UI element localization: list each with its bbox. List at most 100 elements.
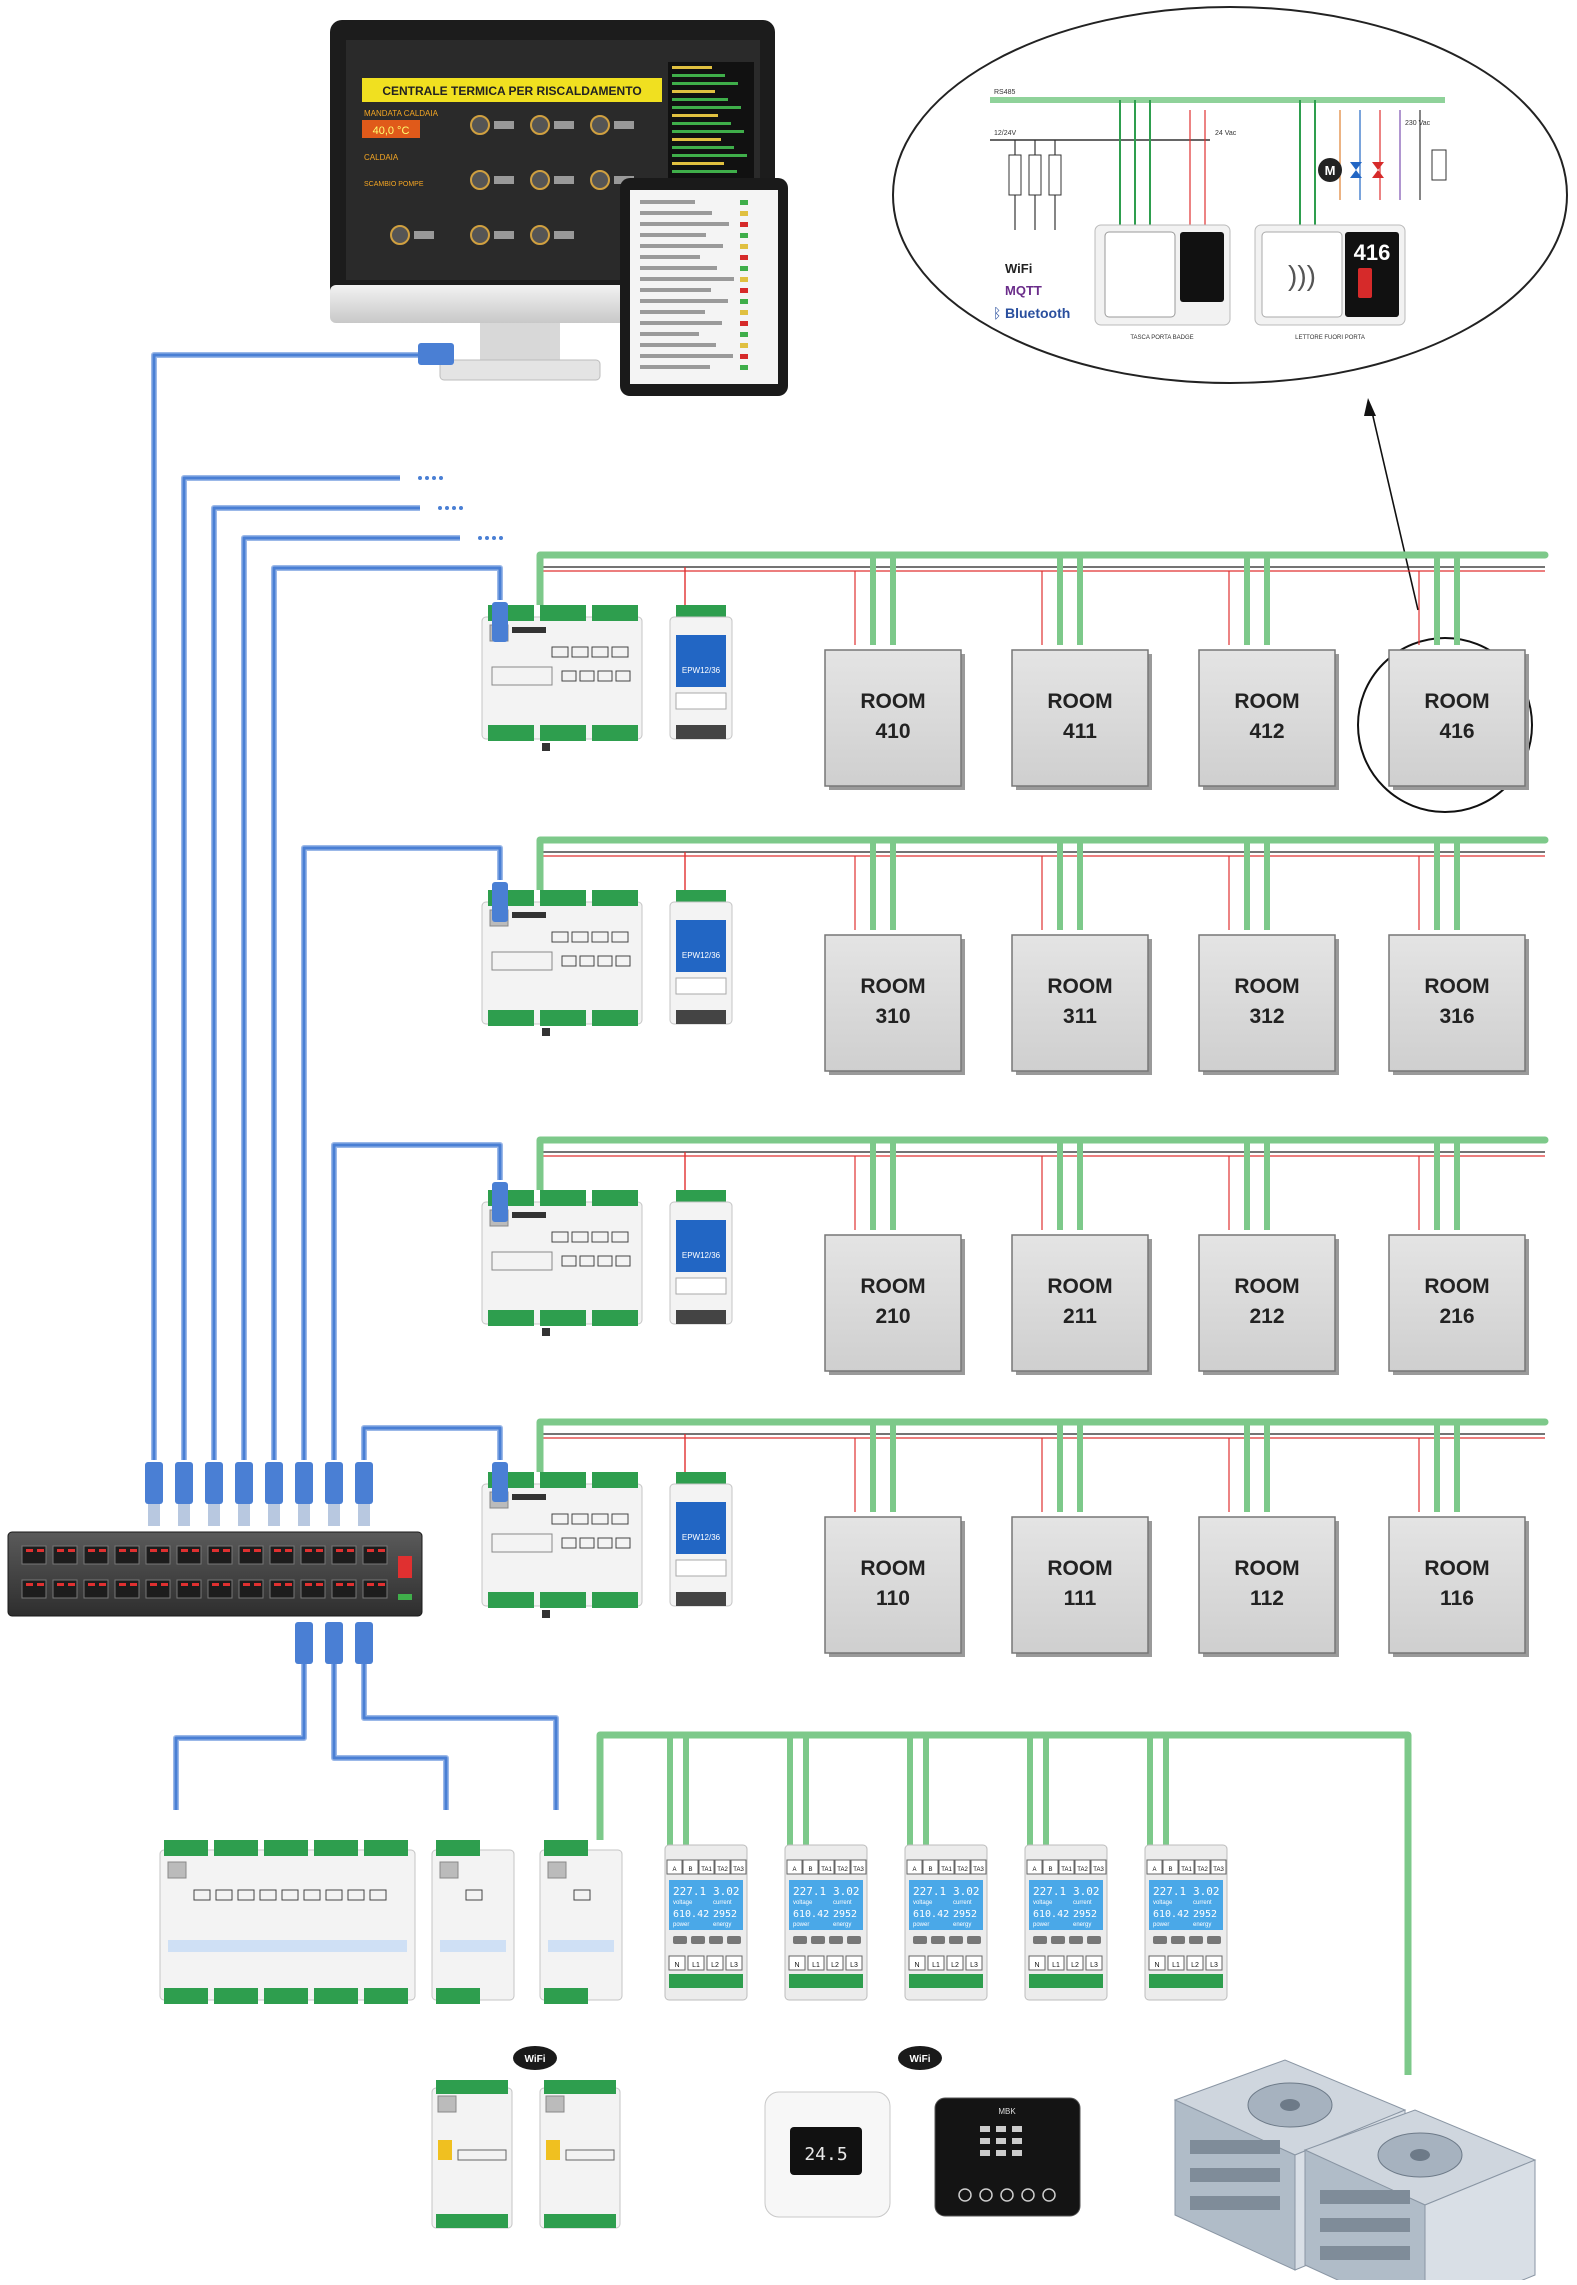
switch-port[interactable]	[176, 1579, 202, 1599]
switch-port[interactable]	[83, 1545, 109, 1565]
room-box	[1011, 1516, 1149, 1654]
meter-current-value: 3.02	[713, 1885, 740, 1898]
meter-voltage-value: 227.1	[1033, 1885, 1066, 1898]
meter-button[interactable]	[1051, 1936, 1065, 1944]
switch-port[interactable]	[269, 1579, 295, 1599]
rj45-plug-icon	[325, 1622, 343, 1664]
switch-port[interactable]	[362, 1545, 388, 1565]
meter-button[interactable]	[691, 1936, 705, 1944]
wall-panel-icon	[996, 2126, 1006, 2132]
tablet-list-row	[640, 332, 699, 336]
switch-port[interactable]	[52, 1579, 78, 1599]
meter-button[interactable]	[949, 1936, 963, 1944]
tablet-list-row	[640, 299, 728, 303]
meter-button[interactable]	[709, 1936, 723, 1944]
meter-button[interactable]	[913, 1936, 927, 1944]
meter-button[interactable]	[1087, 1936, 1101, 1944]
meter-terminal-label: TA1	[821, 1867, 832, 1873]
meter-button[interactable]	[1153, 1936, 1167, 1944]
terminal-block-top	[436, 2080, 508, 2094]
meter-terminal	[706, 1955, 724, 1971]
wall-panel-button[interactable]	[1021, 2188, 1035, 2202]
meter-button[interactable]	[727, 1936, 741, 1944]
switch-port[interactable]	[238, 1579, 264, 1599]
meter-button[interactable]	[1033, 1936, 1047, 1944]
thermostat-reading: 24.5	[804, 2144, 847, 2165]
switch-port[interactable]	[331, 1579, 357, 1599]
switch-port[interactable]	[300, 1579, 326, 1599]
cable-continuation-dot	[432, 476, 436, 480]
switch-port[interactable]	[83, 1579, 109, 1599]
wall-panel[interactable]: MBK	[934, 2097, 1081, 2217]
meter-button[interactable]	[931, 1936, 945, 1944]
switch-port[interactable]	[207, 1579, 233, 1599]
switch-port[interactable]	[21, 1579, 47, 1599]
relay-icon	[573, 1889, 591, 1901]
switch-port[interactable]	[114, 1579, 140, 1599]
meter-button[interactable]	[793, 1936, 807, 1944]
switch-port[interactable]	[300, 1545, 326, 1565]
meter-button[interactable]	[1189, 1936, 1203, 1944]
switch-port[interactable]	[114, 1545, 140, 1565]
switch-port[interactable]	[52, 1545, 78, 1565]
scada-log-line	[672, 90, 715, 93]
switch-port[interactable]	[238, 1545, 264, 1565]
ethernet-cable-floor4	[271, 565, 503, 1460]
wall-panel-button[interactable]	[1042, 2188, 1056, 2202]
meter-current-value: 3.02	[1193, 1885, 1220, 1898]
meter-button[interactable]	[1171, 1936, 1185, 1944]
meter-button[interactable]	[811, 1936, 825, 1944]
room-number: 312	[1249, 1005, 1284, 1028]
meter-terminal-label: L3	[730, 1962, 738, 1969]
port-led	[150, 1549, 157, 1552]
port-led	[192, 1549, 199, 1552]
switch-port[interactable]	[145, 1579, 171, 1599]
meter-button[interactable]	[1069, 1936, 1083, 1944]
switch-port[interactable]	[145, 1545, 171, 1565]
wall-panel-button[interactable]	[1000, 2188, 1014, 2202]
switch-port[interactable]	[362, 1579, 388, 1599]
rj45-port-icon	[545, 2095, 565, 2113]
room-number: 316	[1439, 1005, 1474, 1028]
meter-power-value: 610.42	[673, 1909, 709, 1920]
terminal-block-bottom	[488, 1010, 534, 1026]
meter-button[interactable]	[673, 1936, 687, 1944]
wall-panel-button[interactable]	[979, 2188, 993, 2202]
tablet-status-icon	[740, 244, 748, 249]
tablet-status-icon	[740, 266, 748, 271]
wall-panel-button[interactable]	[958, 2188, 972, 2202]
terminal-block-top	[264, 1840, 308, 1856]
meter-energy-value: 2952	[833, 1909, 857, 1920]
meter-button[interactable]	[847, 1936, 861, 1944]
meter-terminal-label: N	[794, 1962, 799, 1969]
meter-button[interactable]	[829, 1936, 843, 1944]
power-supply: EPW12/36	[669, 1472, 733, 1607]
meter-button[interactable]	[1207, 1936, 1221, 1944]
port-led	[88, 1583, 95, 1586]
thermostat[interactable]: 24.5	[764, 2091, 891, 2218]
switch-port[interactable]	[176, 1545, 202, 1565]
power-switch[interactable]	[398, 1556, 412, 1578]
room-unit[interactable]: ROOM 312	[1198, 934, 1339, 1075]
switch-port[interactable]	[207, 1545, 233, 1565]
switch-port[interactable]	[21, 1545, 47, 1565]
meter-button[interactable]	[967, 1936, 981, 1944]
switch-port[interactable]	[269, 1545, 295, 1565]
switch-port[interactable]	[331, 1545, 357, 1565]
room-label: ROOM	[1234, 975, 1299, 998]
